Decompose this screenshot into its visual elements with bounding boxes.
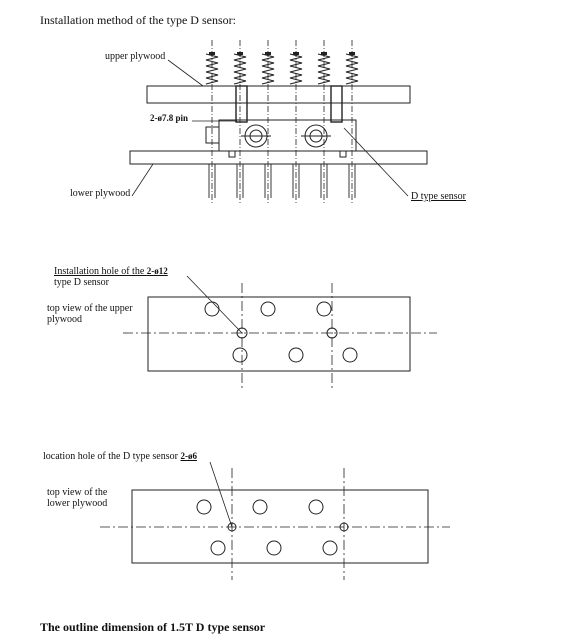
sensor-install-hole (326, 327, 338, 339)
lower-plywood-top-view (100, 461, 450, 580)
install-hole-size: 2-ø12 (146, 266, 168, 276)
location-hole-size: 2-ø6 (180, 451, 197, 461)
sensor-location-hole (227, 522, 237, 532)
upper-hole (342, 347, 358, 363)
lower-plywood-label: lower plywood (70, 188, 131, 199)
lower-hole (252, 499, 268, 515)
outline-dimension-title: The outline dimension of 1.5T D type sen… (40, 620, 266, 634)
lower-plywood-outline (131, 489, 429, 564)
upper-plywood-outline (147, 296, 411, 372)
upper-plywood-plate (146, 85, 411, 104)
pin-label: 2-ø7.8 pin (150, 113, 189, 123)
right-pin (330, 85, 343, 123)
side-view (129, 40, 428, 205)
upper-hole (260, 301, 276, 317)
upper-hole (204, 301, 220, 317)
lower-hole (266, 540, 282, 556)
location-hole-label: location hole of the D type sensor 2-ø6 (43, 451, 197, 462)
location-hole-label-prefix: location hole of the D type sensor (43, 451, 181, 462)
upper-plywood-label: upper plywood (105, 51, 166, 62)
spring-set (205, 53, 359, 85)
install-hole-label: Installation hole of the 2-ø12 (54, 266, 168, 277)
sensor-install-hole (236, 327, 248, 339)
upper-hole (316, 301, 332, 317)
lower-hole (196, 499, 212, 515)
lower-top-view-label: top view of the (47, 487, 108, 498)
install-hole-label-line2: type D sensor (54, 277, 109, 288)
install-hole-label-prefix: Installation hole of the (54, 266, 147, 277)
sensor-connector (205, 126, 220, 144)
upper-plywood-top-view (123, 275, 437, 388)
upper-hole (232, 347, 248, 363)
d-type-sensor-label: D type sensor (411, 191, 466, 202)
d-type-sensor-body (218, 119, 357, 152)
lower-plywood-plate (129, 150, 428, 165)
upper-hole (288, 347, 304, 363)
page-heading: Installation method of the type D sensor… (40, 13, 236, 27)
lower-hole (210, 540, 226, 556)
left-pin (235, 85, 248, 123)
lower-hole (308, 499, 324, 515)
lower-top-view-label-line2: lower plywood (47, 498, 108, 509)
lower-hole (322, 540, 338, 556)
sensor-location-hole (339, 522, 349, 532)
upper-top-view-label: top view of the upper (47, 303, 133, 314)
upper-top-view-label-line2: plywood (47, 314, 82, 325)
